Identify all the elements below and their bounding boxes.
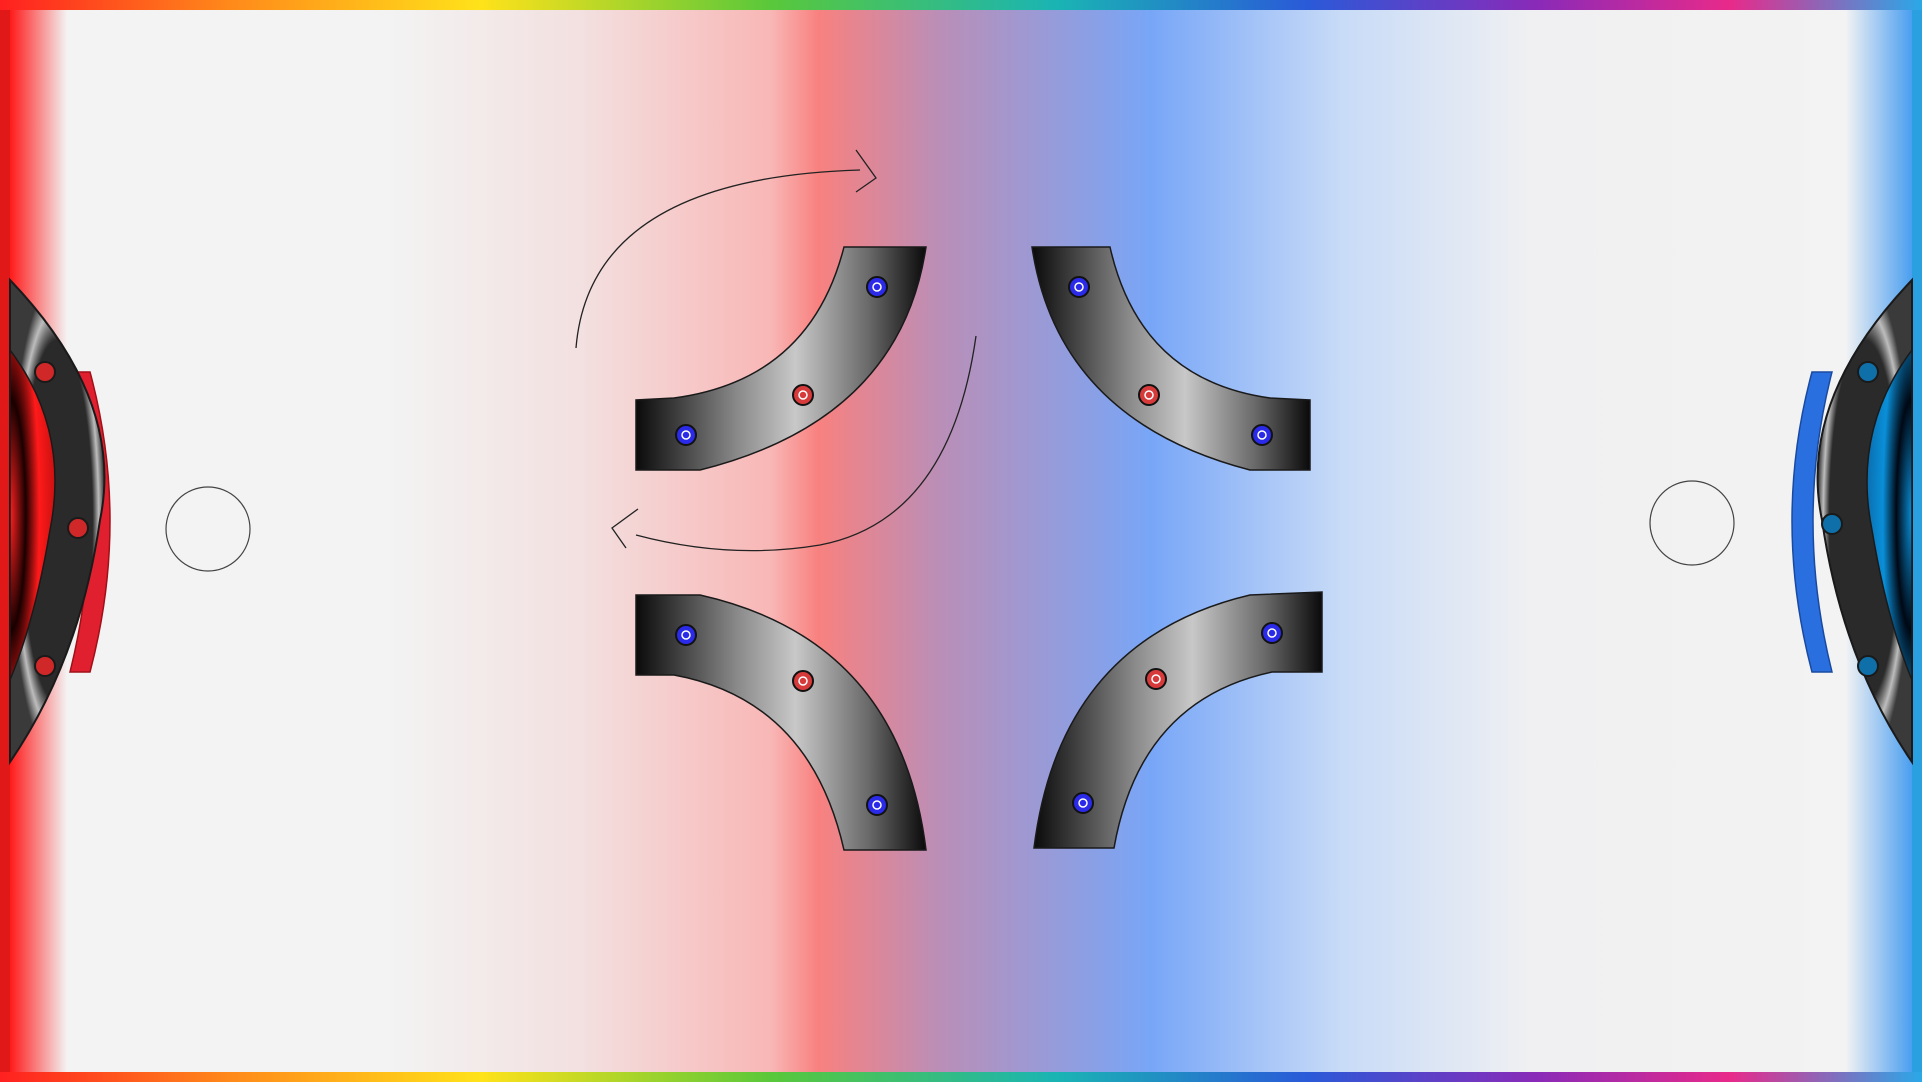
ring-bolt-icon bbox=[34, 655, 56, 677]
bolt-center-icon bbox=[798, 676, 808, 686]
right-faceoff-circle-icon[interactable] bbox=[1649, 480, 1735, 566]
bolt-center-icon bbox=[798, 390, 808, 400]
bolt-center-icon bbox=[1257, 430, 1267, 440]
blue-team-bar bbox=[1791, 371, 1833, 673]
bolt-center-icon bbox=[1151, 674, 1161, 684]
ring-bolt-icon bbox=[34, 361, 56, 383]
left-goal bbox=[9, 277, 111, 766]
bumper-bolt-blue-icon bbox=[1068, 276, 1090, 298]
bumper-bolt-red-icon bbox=[1138, 384, 1160, 406]
curved-bumper-top-right[interactable] bbox=[1031, 246, 1311, 471]
bumper-bolt-blue-icon bbox=[675, 624, 697, 646]
bolt-center-icon bbox=[872, 282, 882, 292]
curved-bumper-icon[interactable] bbox=[1031, 246, 1311, 471]
bolt-center-icon bbox=[1144, 390, 1154, 400]
bumper-bolt-blue-icon bbox=[866, 276, 888, 298]
curved-bumper-bottom-left[interactable] bbox=[635, 594, 927, 851]
ring-bolt-icon bbox=[1857, 655, 1879, 677]
bolt-center-icon bbox=[681, 630, 691, 640]
rotate-arrows-icon bbox=[575, 149, 977, 552]
playing-field bbox=[10, 10, 1912, 1072]
ring-bolt-icon bbox=[67, 517, 89, 539]
curved-bumper-icon[interactable] bbox=[1033, 591, 1323, 849]
bumper-bolt-blue-icon bbox=[866, 794, 888, 816]
right-frame-edge bbox=[1912, 10, 1922, 1072]
bolt-center-icon bbox=[1074, 282, 1084, 292]
goal-red-icon bbox=[9, 347, 56, 681]
bolt-center-icon bbox=[872, 800, 882, 810]
bolt-center-icon bbox=[681, 430, 691, 440]
ring-bolt-icon bbox=[1857, 361, 1879, 383]
bumper-bolt-red-icon bbox=[792, 670, 814, 692]
goal-blue-icon bbox=[1866, 347, 1913, 681]
bumper-bolt-red-icon bbox=[792, 384, 814, 406]
curved-bumper-icon[interactable] bbox=[635, 246, 927, 471]
bumper-bolt-blue-icon bbox=[1261, 622, 1283, 644]
bolt-center-icon bbox=[1078, 798, 1088, 808]
bolt-center-icon bbox=[1267, 628, 1277, 638]
bumper-bolt-blue-icon bbox=[1251, 424, 1273, 446]
bumper-bolt-red-icon bbox=[1145, 668, 1167, 690]
curved-bumper-icon[interactable] bbox=[635, 594, 927, 851]
left-frame-edge bbox=[0, 10, 10, 1072]
ring-bolt-icon bbox=[1821, 513, 1843, 535]
curved-bumper-top-left[interactable] bbox=[635, 246, 927, 471]
right-goal bbox=[1791, 277, 1913, 766]
curved-bumper-bottom-right[interactable] bbox=[1033, 591, 1323, 849]
bumper-bolt-blue-icon bbox=[675, 424, 697, 446]
bumper-bolt-blue-icon bbox=[1072, 792, 1094, 814]
left-faceoff-circle-icon[interactable] bbox=[165, 486, 251, 572]
